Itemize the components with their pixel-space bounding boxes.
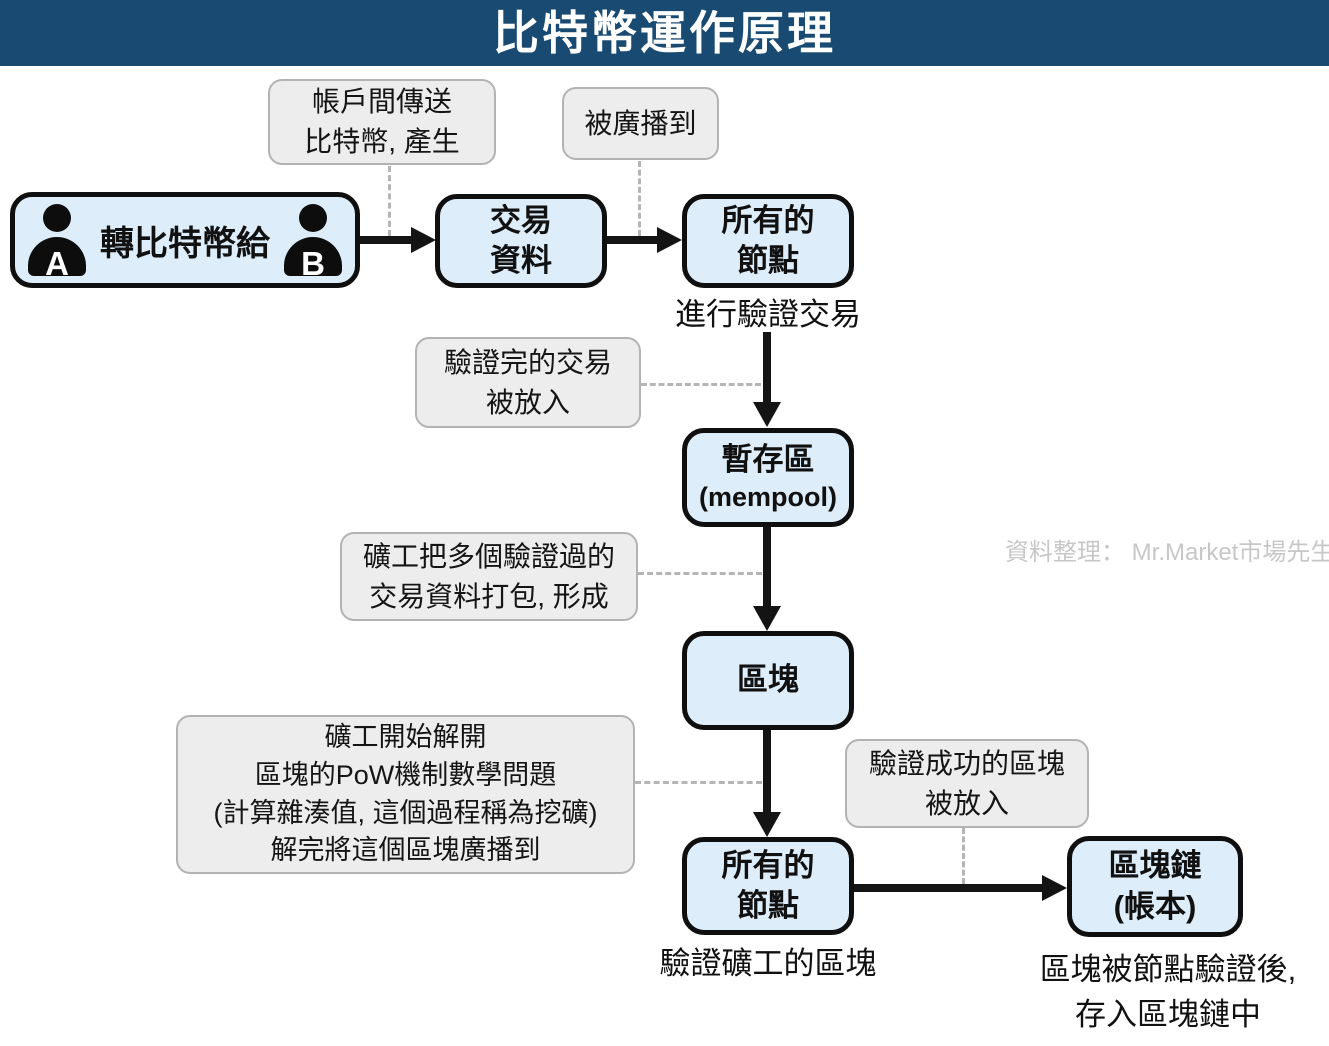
node-label: (帳本) [1113,888,1197,924]
dashed-connector-broadcast [638,161,641,236]
annotation-miner-pack: 礦工把多個驗證過的 交易資料打包, 形成 [340,532,638,621]
annotation-text: 礦工開始解開 [324,721,487,752]
caption-verify-tx: 進行驗證交易 [675,297,861,332]
annotation-text: 被放入 [485,386,570,418]
annotation-text: 被廣播到 [584,107,697,139]
node-all-nodes-top: 所有的 節點 [682,194,854,288]
arrow-head-icon [753,812,781,837]
node-tx-data: 交易 資料 [435,194,607,288]
arrow-head-icon [657,227,682,253]
arrow-block-to-allnodes [753,730,781,837]
dashed-connector-account-transfer [388,166,391,236]
node-label: 所有的 [721,847,815,883]
annotation-text: 帳戶間傳送 [311,86,452,118]
node-label: 資料 [490,243,552,278]
title-bar: 比特幣運作原理 [0,0,1329,66]
arrow-shaft [854,884,1042,892]
dashed-connector-verified-block [962,828,965,884]
caption-verify-miner-block: 驗證礦工的區塊 [659,946,877,981]
node-ab-transfer: A 轉比特幣給 B [10,192,360,288]
node-label: 區塊鏈 [1108,848,1202,884]
caption-line: 區塊被節點驗證後, [1039,952,1297,987]
arrow-head-icon [411,227,436,253]
annotation-text: 交易資料打包, 形成 [369,580,609,612]
arrow-shaft [607,236,657,244]
node-blockchain: 區塊鏈 (帳本) [1067,836,1243,937]
person-b-label: B [301,245,325,282]
annotation-text: 礦工把多個驗證過的 [362,540,615,572]
arrow-txdata-to-allnodes [607,227,682,253]
person-a-icon: A [28,204,86,280]
annotation-account-transfer: 帳戶間傳送 比特幣, 產生 [268,79,496,165]
annotation-text: 驗證成功的區塊 [868,747,1065,779]
node-mempool: 暫存區 (mempool) [682,428,854,527]
node-label: 節點 [737,888,799,923]
annotation-text: 比特幣, 產生 [304,126,460,157]
watermark-credit: 資料整理： Mr.Market市場先生 [1005,539,1329,566]
annotation-text: 解完將這個區塊廣播到 [270,835,541,866]
dashed-connector-pow [635,781,762,784]
node-label: 轉比特幣給 [100,224,270,263]
node-label: 區塊 [737,662,799,698]
annotation-verified-tx: 驗證完的交易 被放入 [415,337,641,428]
annotation-text: 驗證完的交易 [443,346,612,378]
caption-line: 存入區塊鏈中 [1075,996,1261,1032]
arrow-shaft [360,236,411,244]
node-label: 節點 [737,243,799,278]
node-all-nodes-bottom: 所有的 節點 [682,837,854,935]
dashed-connector-verified-tx [641,383,761,386]
person-head [299,204,327,232]
annotation-broadcast-to: 被廣播到 [562,87,719,160]
annotation-text: 區塊的PoW機制數學問題 [254,759,557,790]
arrow-mempool-to-block [753,527,781,631]
caption-stored-in-chain: 區塊被節點驗證後, 存入區塊鏈中 [1018,948,1318,1038]
arrow-allnodes-to-blockchain [854,875,1067,901]
node-label: 交易 [490,202,552,238]
dashed-connector-miner-pack [638,572,762,575]
annotation-verified-block: 驗證成功的區塊 被放入 [845,739,1089,828]
node-label: (mempool) [699,482,837,513]
person-b-icon: B [284,204,342,280]
annotation-text: (計算雜湊值, 這個過程稱為挖礦) [213,797,598,828]
arrow-head-icon [1042,875,1067,901]
arrow-shaft [763,730,771,812]
person-a-label: A [45,245,69,282]
page-title: 比特幣運作原理 [493,7,836,59]
arrow-head-icon [753,402,781,427]
node-label: 暫存區 [721,441,815,477]
annotation-text: 被放入 [924,787,1009,819]
person-body [284,237,342,276]
node-block: 區塊 [682,631,854,730]
arrow-shaft [763,527,771,606]
arrow-shaft [763,332,771,402]
arrow-allnodes-to-mempool [753,332,781,427]
node-label: 所有的 [721,202,815,238]
arrow-head-icon [753,606,781,631]
person-head [43,204,71,232]
annotation-pow: 礦工開始解開 區塊的PoW機制數學問題 (計算雜湊值, 這個過程稱為挖礦) 解完… [176,715,635,874]
person-body [28,237,86,276]
arrow-ab-to-txdata [360,227,436,253]
